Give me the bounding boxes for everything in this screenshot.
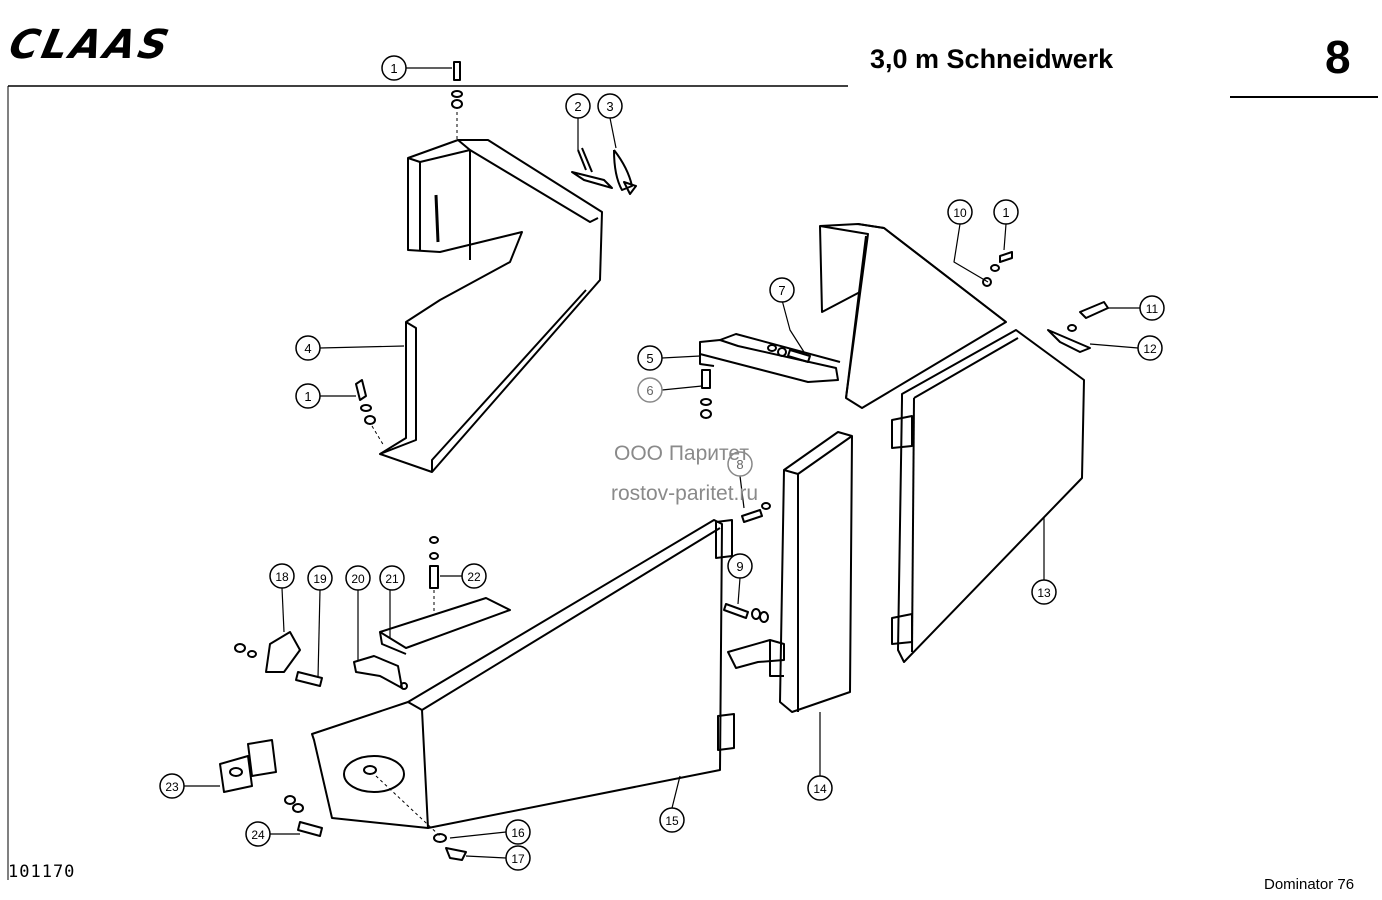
svg-text:5: 5: [646, 351, 653, 366]
watermark-company: ООО Паритет: [614, 442, 750, 465]
callout-11: 11: [1139, 295, 1165, 321]
svg-text:23: 23: [165, 780, 179, 794]
part-9-bolt: [723, 603, 769, 623]
callout-1c: 1: [993, 199, 1019, 225]
svg-text:3: 3: [606, 99, 613, 114]
part-16-17-knob: [433, 833, 467, 861]
svg-text:8: 8: [736, 457, 743, 472]
callout-24: 24: [245, 821, 271, 847]
callout-7: 7: [769, 277, 795, 303]
part-23-hinge-bracket: [219, 739, 277, 793]
svg-text:21: 21: [385, 572, 399, 586]
svg-text:15: 15: [665, 814, 679, 828]
part-15-door: [311, 519, 735, 837]
page-number: 8: [1325, 31, 1351, 83]
part-22-bolt: [429, 536, 439, 612]
callout-9: 9: [727, 553, 753, 579]
svg-text:2: 2: [574, 99, 581, 114]
page-title: 3,0 m Schneidwerk: [870, 44, 1114, 74]
document-number: 101170: [8, 862, 76, 882]
callout-3: 3: [597, 93, 623, 119]
callout-5: 5: [637, 345, 663, 371]
callout-12: 12: [1137, 335, 1163, 361]
svg-text:13: 13: [1037, 586, 1051, 600]
callout-20: 20: [345, 565, 371, 591]
leader-lines: [184, 67, 1140, 859]
part-10-shield: [819, 223, 1007, 409]
callout-6: 6: [637, 377, 663, 403]
mount-bracket: [727, 639, 785, 677]
svg-text:1: 1: [304, 389, 311, 404]
part-4-shield: [379, 139, 603, 473]
svg-text:6: 6: [646, 383, 653, 398]
part-19-bolt: [234, 643, 323, 687]
callout-23: 23: [159, 773, 185, 799]
callout-8: 8: [727, 451, 753, 477]
svg-text:24: 24: [251, 828, 265, 842]
svg-text:17: 17: [511, 852, 525, 866]
part-18-bracket: [265, 631, 301, 673]
svg-text:4: 4: [304, 341, 311, 356]
svg-text:18: 18: [275, 570, 289, 584]
svg-text:1: 1: [1002, 205, 1009, 220]
part-1-bolt-right: [982, 251, 1013, 287]
callout-1a: 1: [381, 55, 407, 81]
part-6-bolt: [700, 369, 712, 419]
callout-1b: 1: [295, 383, 321, 409]
part-14-post: [779, 431, 853, 713]
svg-text:19: 19: [313, 572, 327, 586]
callout-2: 2: [565, 93, 591, 119]
part-8-bolt: [741, 502, 771, 523]
part-13-door: [891, 329, 1085, 663]
callout-17: 17: [505, 845, 531, 871]
part-1-bolt-top: [451, 61, 463, 140]
callout-10: 10: [947, 199, 973, 225]
svg-text:14: 14: [813, 782, 827, 796]
callout-4: 4: [295, 335, 321, 361]
callout-labels: 1 2 3 4 1 10 1 7 11 5 12 6 8 9 13 18 19 …: [159, 55, 1165, 871]
callout-19: 19: [307, 565, 333, 591]
callout-14: 14: [807, 775, 833, 801]
svg-text:12: 12: [1143, 342, 1157, 356]
svg-text:22: 22: [467, 570, 481, 584]
part-7-bolt: [767, 344, 811, 363]
machine-model: Dominator 76: [1264, 876, 1355, 893]
callout-13: 13: [1031, 579, 1057, 605]
part-20-clip: [353, 655, 408, 690]
part-1-bolt-left: [355, 379, 385, 447]
callout-22: 22: [461, 563, 487, 589]
callout-16: 16: [505, 819, 531, 845]
svg-text:7: 7: [778, 283, 785, 298]
callout-18: 18: [269, 563, 295, 589]
svg-text:10: 10: [953, 206, 967, 220]
svg-text:1: 1: [390, 61, 397, 76]
part-2-3-latch: [571, 147, 637, 195]
callout-21: 21: [379, 565, 405, 591]
svg-text:20: 20: [351, 572, 365, 586]
callout-15: 15: [659, 807, 685, 833]
svg-text:11: 11: [1146, 302, 1159, 316]
watermark-url: rostov-paritet.ru: [611, 482, 759, 505]
part-24-bolt: [284, 795, 323, 837]
part-21-cover-strip: [379, 597, 511, 655]
svg-text:16: 16: [511, 826, 525, 840]
svg-text:9: 9: [736, 559, 743, 574]
part-5-bracket: [699, 333, 841, 383]
